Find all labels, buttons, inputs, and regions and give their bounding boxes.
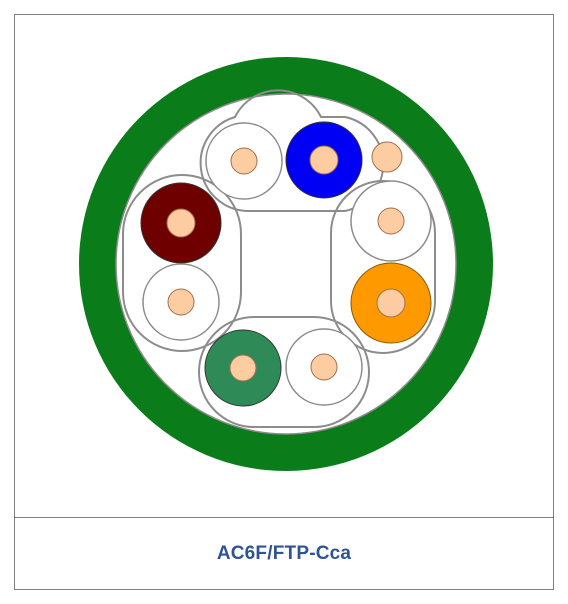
conductor-blue xyxy=(309,145,339,175)
cable-cross-section-diagram xyxy=(79,57,493,471)
caption-cell: AC6F/FTP-Cca xyxy=(15,518,553,589)
pair-green-white xyxy=(204,328,363,407)
pair-foil-bottom xyxy=(198,316,370,428)
product-code-caption: AC6F/FTP-Cca xyxy=(216,542,352,564)
product-card: AC6F/FTP-Cca xyxy=(14,14,554,590)
conductor-brown xyxy=(166,208,196,238)
pair-brown-white xyxy=(140,182,222,341)
pair-foil-top xyxy=(199,89,385,212)
conductor-white-orange-stripe xyxy=(377,207,405,235)
conductor-white-blue-stripe xyxy=(230,147,258,175)
pair-foil-right xyxy=(330,180,436,354)
conductor-green xyxy=(229,354,257,382)
pair-foil-left xyxy=(122,174,242,352)
pair-white-orange xyxy=(350,180,432,344)
cable-core xyxy=(115,93,457,435)
cable-cross-section-cell xyxy=(15,15,553,518)
conductor-orange xyxy=(376,288,406,318)
pair-white-blue xyxy=(205,121,363,200)
conductor-white-brown-stripe xyxy=(167,288,195,316)
drain-wire xyxy=(371,141,403,173)
conductor-white-green-stripe xyxy=(310,353,338,381)
